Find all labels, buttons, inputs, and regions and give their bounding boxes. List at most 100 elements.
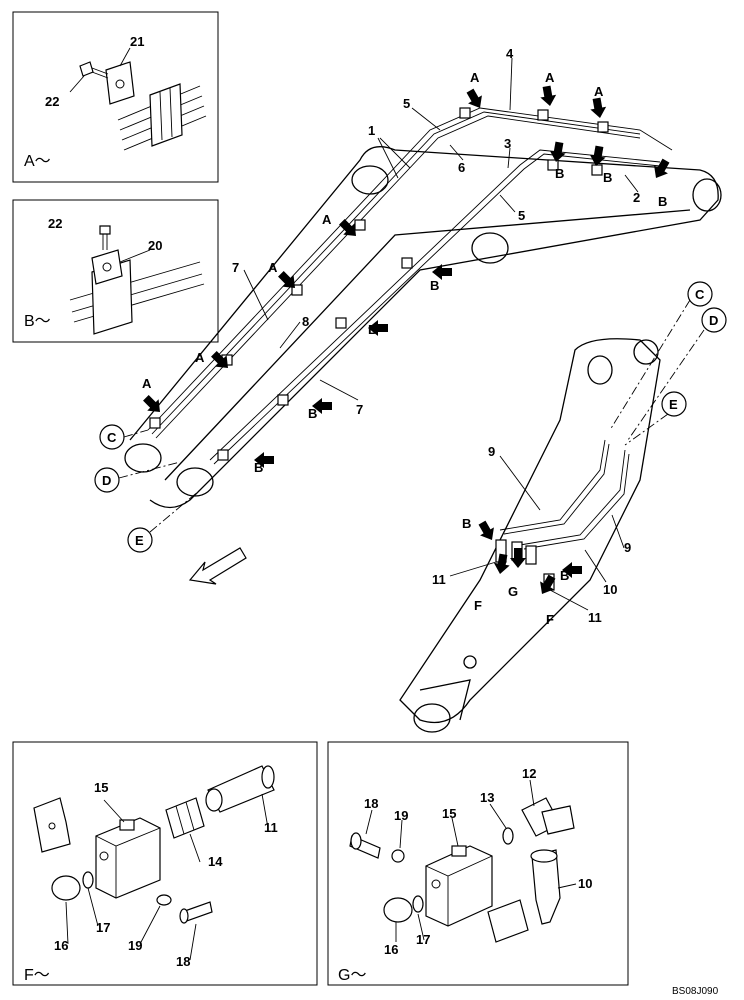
inset-a-title: A～ [24, 153, 51, 170]
inset-b-title: B～ [24, 313, 51, 330]
callout-3: 3 [504, 136, 511, 151]
f-plug-16 [51, 875, 81, 901]
f-label-11: 11 [264, 820, 278, 835]
connector-e-right: E [669, 397, 678, 412]
f-label-18: 18 [176, 954, 190, 969]
g-label-10: 10 [578, 876, 592, 891]
f-label-14: 14 [208, 854, 223, 869]
inset-a-panel [12, 11, 219, 183]
inset-b-panel [12, 199, 219, 343]
callout-2: 2 [633, 190, 640, 205]
inset-b-label-22: 22 [48, 216, 62, 231]
inset-f-title: F～ [24, 967, 50, 984]
boom-arrow-label-b-2: B [308, 406, 317, 421]
connector-c-left: C [107, 430, 117, 445]
bolt-22-b [99, 225, 111, 235]
drawing-code: BS08J090 [672, 986, 719, 997]
arrow-b-7 [649, 156, 673, 182]
inset-g-title: G～ [338, 967, 366, 984]
boom-arrow-label-a-7: A [594, 84, 604, 99]
f-label-16: 16 [54, 938, 68, 953]
arrow-b-8 [475, 518, 499, 544]
arm-connectors [609, 281, 727, 446]
boom-arrow-label-b-1: B [254, 460, 263, 475]
g-oring-17 [412, 895, 424, 913]
inset-g-border [327, 741, 629, 986]
connector-c-right: C [695, 287, 705, 302]
boom-arrow-label-a-4: A [322, 212, 332, 227]
callout-9-upper: 9 [488, 444, 495, 459]
callout-9-lower: 9 [624, 540, 631, 555]
g-label-12: 12 [522, 766, 536, 781]
f-block-15 [95, 817, 161, 899]
g-fitting-10 [531, 849, 561, 925]
g-washer-19 [391, 849, 405, 863]
front-direction-arrow [188, 547, 247, 585]
arm-outline [399, 338, 661, 733]
boom-arrow-label-b-7: B [658, 194, 667, 209]
inset-b-border [12, 199, 219, 343]
boom-arrow-label-a-2: A [195, 350, 205, 365]
boom-arrow-label-b-5: B [555, 166, 564, 181]
callout-5-lower: 5 [518, 208, 525, 223]
f-oring-17 [82, 871, 94, 889]
boom-arrow-label-a-6: A [545, 70, 555, 85]
callout-10: 10 [603, 582, 617, 597]
g-block-15 [425, 845, 493, 927]
callout-8: 8 [302, 314, 309, 329]
arm-arrow-label-f-1: F [474, 598, 482, 613]
inset-f-panel [12, 741, 318, 986]
f-label-17: 17 [96, 920, 110, 935]
boom-arrow-label-a-1: A [142, 376, 152, 391]
inset-a-bracket [149, 83, 183, 147]
inset-a-label-21: 21 [130, 34, 144, 49]
g-label-16: 16 [384, 942, 398, 957]
boom-arrow-label-a-5: A [470, 70, 480, 85]
boom-arrow-label-a-3: A [268, 260, 278, 275]
f-label-15: 15 [94, 780, 108, 795]
boom-clamps [149, 107, 609, 461]
inset-b-label-20: 20 [148, 238, 162, 253]
inset-g-panel [327, 741, 629, 986]
g-oring-13 [502, 827, 514, 845]
arrow-a-1 [140, 392, 166, 418]
g-bracket [487, 899, 529, 943]
boom-arrow-label-b-4: B [430, 278, 439, 293]
arm-arrow-label-b-2: B [560, 568, 569, 583]
boom-leaders [243, 57, 639, 401]
connector-d-left: D [102, 473, 111, 488]
f-washer-19 [156, 894, 172, 906]
arrow-a-6 [538, 84, 558, 108]
f-label-19: 19 [128, 938, 142, 953]
callout-7-upper: 7 [232, 260, 239, 275]
boom-arrow-label-b-3: B [368, 322, 377, 337]
inset-a-label-22: 22 [45, 94, 59, 109]
g-label-13: 13 [480, 790, 494, 805]
g-label-17: 17 [416, 932, 430, 947]
g-label-18: 18 [364, 796, 378, 811]
g-label-15: 15 [442, 806, 456, 821]
f-union-14 [165, 797, 205, 839]
boom-hoses [147, 107, 673, 465]
callout-5-upper: 5 [403, 96, 410, 111]
connector-d-right: D [709, 313, 718, 328]
arrow-a-7 [588, 96, 608, 120]
callout-4: 4 [506, 46, 514, 61]
boom-connectors [94, 424, 201, 553]
arrow-f-1 [492, 552, 512, 576]
bolt-22 [79, 61, 94, 77]
g-plug-16 [383, 897, 413, 923]
callout-1: 1 [368, 123, 375, 138]
callout-7-lower: 7 [356, 402, 363, 417]
arm-arrow-label-g: G [508, 584, 518, 599]
callout-11-left: 11 [432, 572, 446, 587]
inset-a-border [12, 11, 219, 183]
boom-arrow-label-b-6: B [603, 170, 612, 185]
g-label-19: 19 [394, 808, 408, 823]
arm-arrow-label-f-2: F [546, 612, 554, 627]
connector-e-left: E [135, 533, 144, 548]
arm-hoses [499, 439, 630, 550]
arm-leaders [449, 455, 625, 611]
